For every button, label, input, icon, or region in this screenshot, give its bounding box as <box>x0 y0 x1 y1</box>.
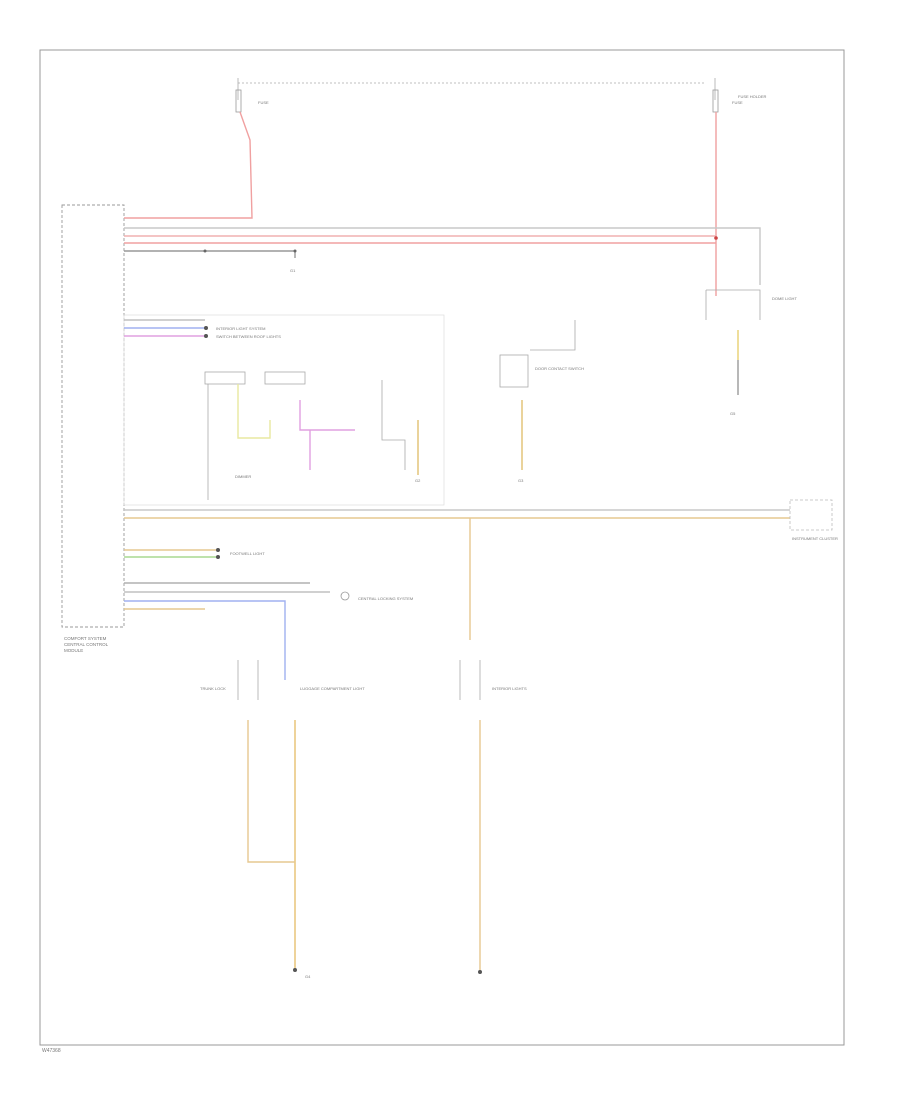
ground-4-label: G4 <box>305 974 311 979</box>
reading-light-right <box>264 371 355 470</box>
ground-4-dot <box>293 968 297 972</box>
wire-blue-lock-3 <box>124 600 286 680</box>
splice-dot <box>714 236 718 240</box>
footer-code: W47368 <box>42 1048 61 1054</box>
trunk-lock-label: TRUNK LOCK <box>200 686 226 691</box>
right-lamp-assembly: DOME LIGHT G5 <box>705 289 797 416</box>
reading-light-left <box>204 371 271 500</box>
ground-1-label: G1 <box>290 268 296 273</box>
footwell-light-label: FOOTWELL LIGHT <box>230 551 265 556</box>
instrument-cluster-label: INSTRUMENT CLUSTER <box>792 536 838 541</box>
wire-red-left <box>124 111 253 219</box>
right-lamp-label: DOME LIGHT <box>772 296 797 301</box>
wire-tan-bridge <box>247 720 295 863</box>
ground-2-label: G2 <box>415 478 421 483</box>
ground-3-label: G3 <box>518 478 524 483</box>
trunk-lock-switch: TRUNK LOCK <box>200 660 259 700</box>
control-module-box <box>61 204 125 628</box>
interior-lights-frame <box>123 314 445 506</box>
junction-dot-2 <box>293 249 297 253</box>
module-label-line-1: COMFORT SYSTEM <box>64 636 107 641</box>
fuse-right: FUSE FUSE HOLDER <box>712 78 767 113</box>
interior-light-switch: INTERIOR LIGHTS <box>459 660 527 700</box>
wire-gray-bus-1 <box>124 227 761 285</box>
wire-black-short <box>124 250 296 258</box>
door-switch-label: DOOR CONTACT SWITCH <box>535 366 584 371</box>
interior-lights-label: INTERIOR LIGHTS <box>492 686 527 691</box>
module-label-line-3: MODULE <box>64 648 83 653</box>
ground-right-dot <box>478 970 482 974</box>
fuse-right-note: FUSE HOLDER <box>738 94 767 99</box>
fuse-left: FUSE <box>235 78 705 113</box>
central-locking-label: CENTRAL LOCKING SYSTEM <box>358 596 413 601</box>
dimming-relay-label: DIMMER <box>235 474 251 479</box>
rear-wiper-hint: INTERIOR LIGHT SYSTEM <box>216 326 266 331</box>
relay-line <box>381 380 406 470</box>
fuse-right-label: FUSE <box>732 100 743 105</box>
instrument-cluster-box <box>789 499 833 531</box>
control-module-label: COMFORT SYSTEM CENTRAL CONTROL MODULE <box>64 636 109 653</box>
ground-5-label: G5 <box>730 411 736 416</box>
module-label-line-2: CENTRAL CONTROL <box>64 642 109 647</box>
mirror-hint: SWITCH BETWEEN ROOF LIGHTS <box>216 334 281 339</box>
diagram-border <box>39 49 845 1046</box>
luggage-comp-label: LUGGAGE COMPARTMENT LIGHT <box>300 686 365 691</box>
junction-dot-1 <box>203 249 207 253</box>
door-contact-switch: DOOR CONTACT SWITCH G3 <box>499 320 584 483</box>
fuse-left-label: FUSE <box>258 100 269 105</box>
